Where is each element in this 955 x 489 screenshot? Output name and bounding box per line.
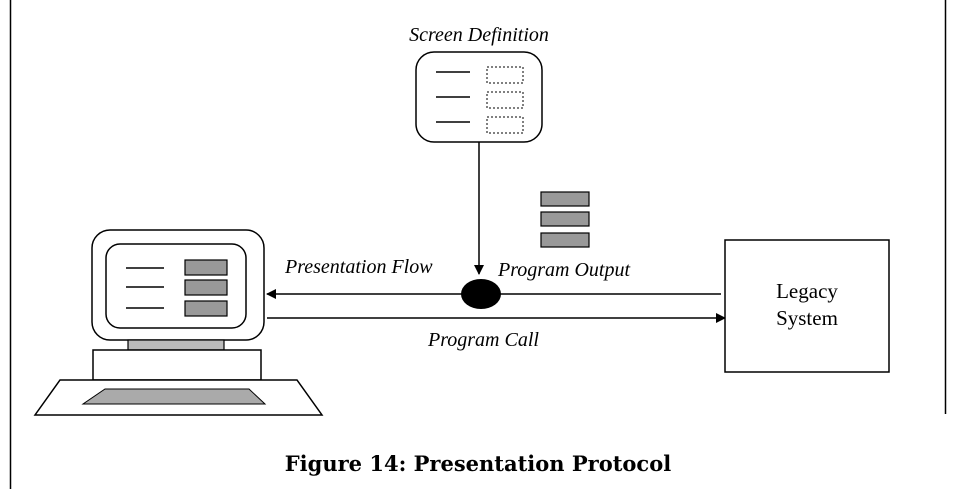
program-output-data-icon <box>540 191 590 248</box>
computer-terminal-icon <box>33 229 324 416</box>
junction-node <box>461 279 501 309</box>
presentation-flow-label: Presentation Flow <box>284 256 433 278</box>
screen-definition-label: Screen Definition <box>409 24 549 46</box>
program-output-label: Program Output <box>497 259 630 281</box>
screen-definition-icon <box>415 51 543 143</box>
figure-caption: Figure 14: Presentation Protocol <box>285 451 671 476</box>
legacy-system-label-line2: System <box>776 306 838 330</box>
program-call-label: Program Call <box>427 329 539 351</box>
legacy-system-label-line1: Legacy <box>776 279 838 303</box>
legacy-system-box <box>724 239 890 373</box>
